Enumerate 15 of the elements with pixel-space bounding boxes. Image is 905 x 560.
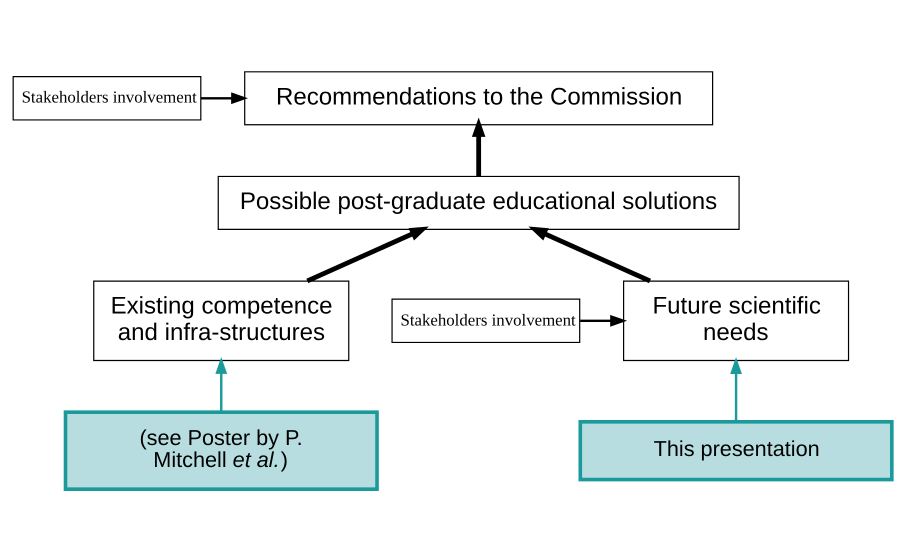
arrow: [472, 117, 486, 176]
node-box: This presentation: [578, 420, 894, 481]
node-box: Recommendations to the Commission: [244, 70, 714, 125]
node-box: (see Poster by P. Mitchell et al.): [64, 410, 379, 490]
arrow: [201, 92, 248, 104]
node-box: Existing competence and infra-structures: [93, 280, 350, 361]
node-box: Stakeholders involvement: [12, 76, 202, 120]
arrow: [306, 226, 429, 283]
node-box: Future scientific needs: [623, 280, 850, 361]
arrow: [580, 314, 628, 326]
arrow: [215, 356, 228, 412]
node-box: Stakeholders involvement: [391, 298, 580, 343]
node-box: Possible post-graduate educational solutions: [218, 175, 740, 230]
arrow: [528, 226, 651, 283]
arrow: [730, 356, 742, 422]
